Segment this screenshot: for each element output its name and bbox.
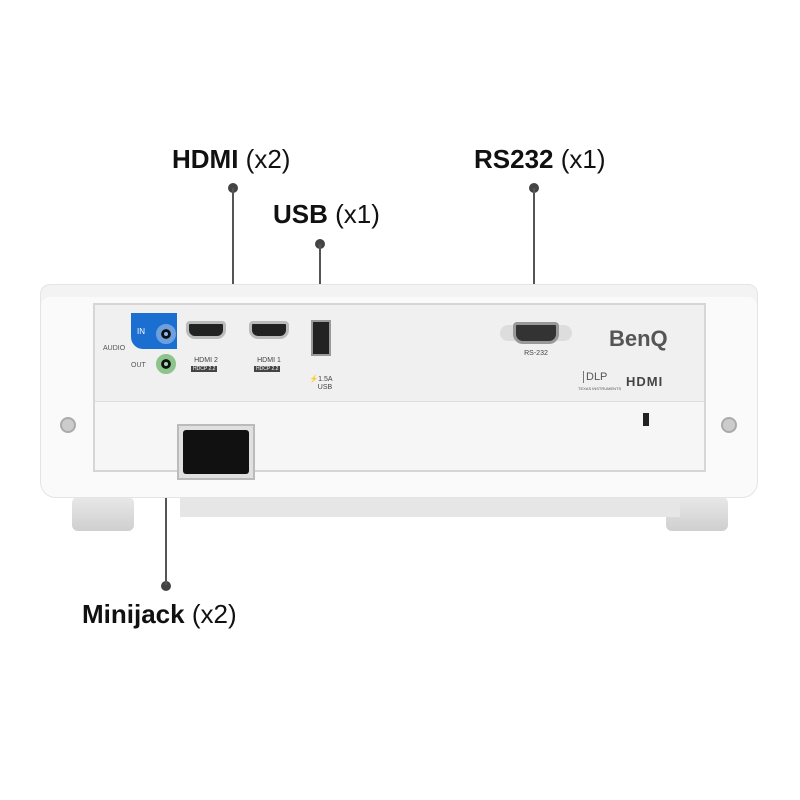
- callout-label: Minijack: [82, 599, 185, 629]
- foot-left: [72, 497, 134, 531]
- callout-label: USB: [273, 199, 328, 229]
- benq-logo: BenQ: [609, 326, 668, 351]
- base: [180, 497, 680, 517]
- audio-in-jack: [156, 324, 176, 344]
- callout-line: [533, 188, 535, 284]
- callout-dot: [161, 581, 171, 591]
- audio-label: AUDIO: [103, 345, 126, 352]
- kensington-lock: [643, 413, 649, 426]
- screw-icon: [60, 417, 76, 433]
- dlp-sub: TEXAS INSTRUMENTS: [578, 386, 622, 391]
- hdmi1-label: HDMI 1: [257, 357, 281, 364]
- callout-rs232: RS232 (x1): [474, 144, 606, 175]
- hdmi-logo: HDMI: [626, 374, 664, 389]
- callout-usb: USB (x1): [273, 199, 380, 230]
- dlp-logo: DLP: [583, 371, 607, 383]
- screw-icon: [721, 417, 737, 433]
- callout-hdmi: HDMI (x2): [172, 144, 290, 175]
- hdmi2-label: HDMI 2: [194, 357, 218, 364]
- power-socket: [183, 430, 249, 474]
- rs232-label: RS-232: [524, 350, 548, 357]
- audio-out-jack: [156, 354, 176, 374]
- callout-label: RS232: [474, 144, 554, 174]
- callout-count: (x2): [191, 599, 237, 629]
- callout-line: [165, 497, 167, 585]
- callout-count: (x2): [245, 144, 291, 174]
- hdmi1-port: [249, 321, 289, 339]
- audio-out-label: OUT: [131, 362, 146, 369]
- hdcp-badge: HDCP 2.2: [191, 366, 218, 372]
- usb-port: [311, 320, 331, 356]
- callout-line: [319, 244, 321, 284]
- usb-label: USB: [317, 384, 333, 391]
- usb-power-label: ⚡1.5A: [309, 376, 333, 383]
- callout-count: (x1): [560, 144, 606, 174]
- callout-count: (x1): [335, 199, 380, 229]
- callout-label: HDMI: [172, 144, 239, 174]
- hdmi2-port: [186, 321, 226, 339]
- audio-in-label: IN: [137, 327, 145, 336]
- callout-minijack: Minijack (x2): [82, 599, 237, 630]
- callout-line: [232, 188, 234, 284]
- hdcp-badge: HDCP 2.2: [254, 366, 281, 372]
- rs232-port: [513, 322, 559, 344]
